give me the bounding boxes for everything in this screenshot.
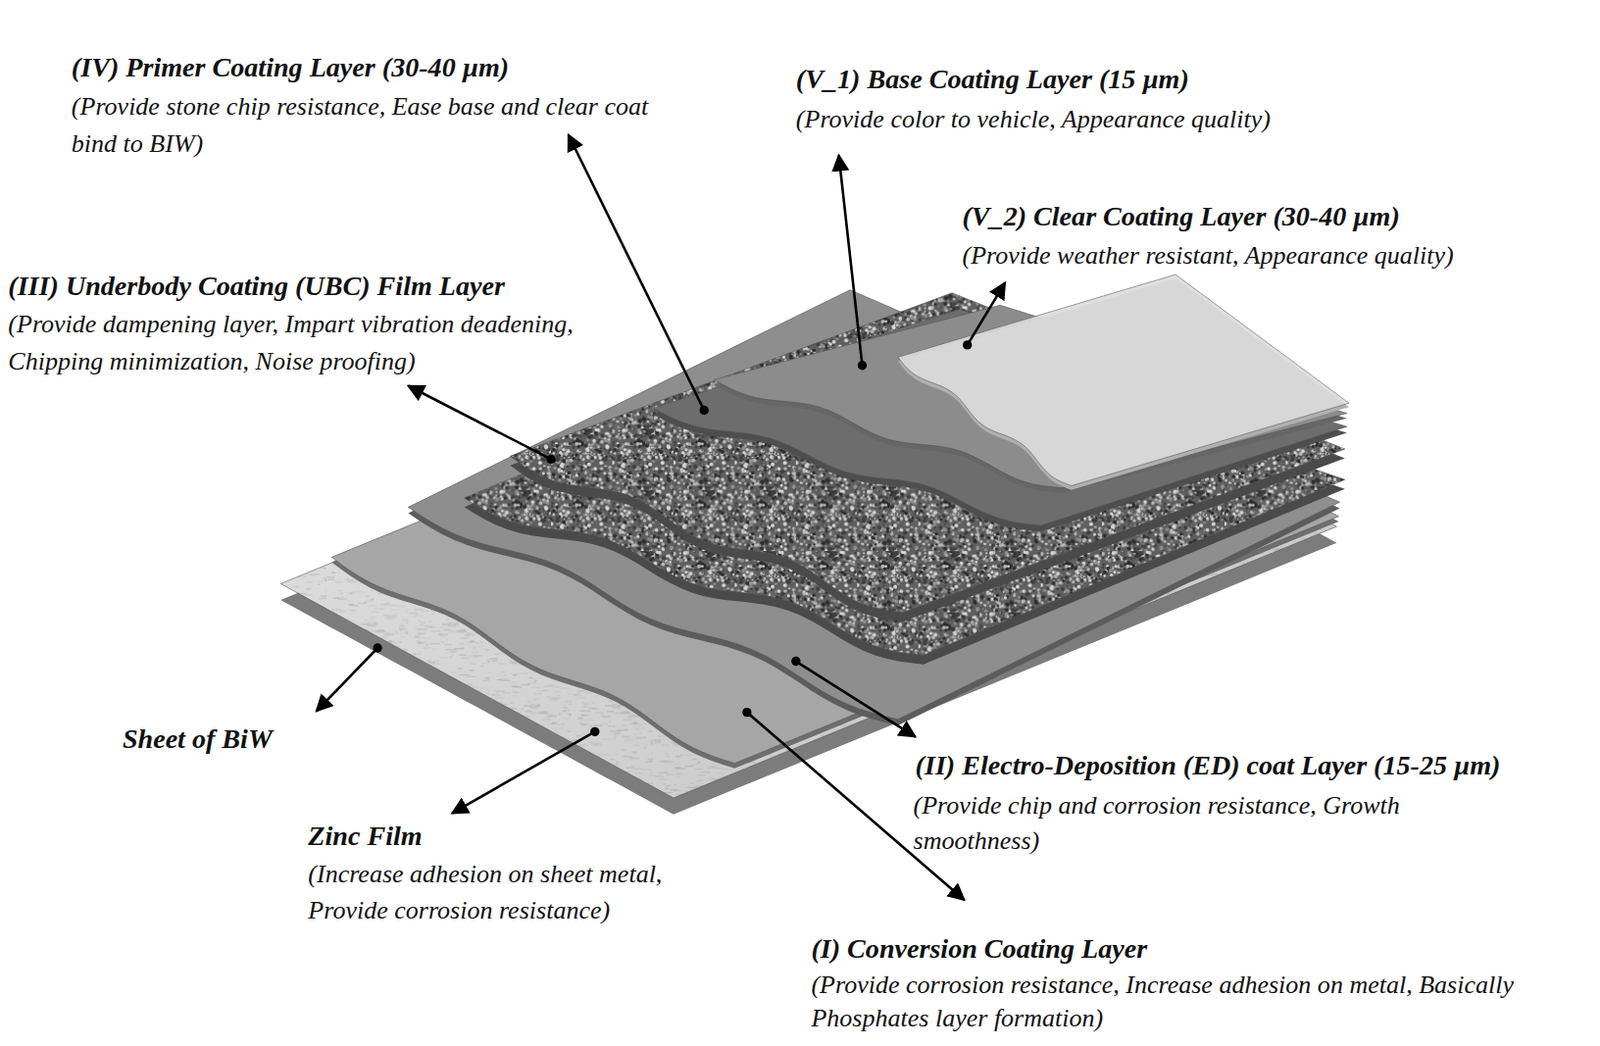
- layer-description: (Provide weather resistant, Appearance q…: [961, 235, 1453, 274]
- part-name: Sheet of BiW: [122, 720, 273, 759]
- leader-dot: [372, 643, 382, 652]
- part-name: Zinc Film: [307, 817, 422, 856]
- leader-lines: [316, 134, 1006, 900]
- clear-coat-layer: [898, 274, 1350, 491]
- leader-dots: [372, 340, 972, 737]
- leader-line: [568, 134, 704, 410]
- layer-description: (Provide color to vehicle, Appearance qu…: [796, 100, 1271, 139]
- leader-dot: [791, 656, 800, 666]
- leader-dot: [857, 360, 867, 370]
- leader-dot: [742, 707, 751, 717]
- layer-title: (III) Underbody Coating (UBC) Film Layer: [7, 267, 505, 306]
- leader-line: [451, 731, 596, 813]
- leader-dot: [962, 340, 972, 350]
- coating-layers: [280, 274, 1350, 815]
- layer-description: (Increase adhesion on sheet metal, Provi…: [307, 855, 727, 928]
- layer-title: (V_1) Base Coating Layer (15 µm): [796, 59, 1190, 99]
- layer-description: (Provide stone chip resistance, Ease bas…: [71, 86, 684, 162]
- layer-description: (Provide chip and corrosion resistance, …: [913, 786, 1486, 858]
- leader-line: [839, 154, 863, 365]
- leader-line: [316, 648, 378, 712]
- leader-dot: [546, 454, 555, 464]
- layer-title: (IV) Primer Coating Layer (30-40 µm): [71, 49, 509, 88]
- leader-line: [796, 661, 916, 738]
- leader-dot: [699, 405, 708, 415]
- leader-dot: [590, 727, 600, 737]
- layer-description: (Provide corrosion resistance, Increase …: [810, 967, 1515, 1036]
- layer-description: (Provide dampening layer, Impart vibrati…: [7, 305, 672, 380]
- leader-line: [407, 386, 551, 460]
- layer-title: (I) Conversion Coating Layer: [810, 930, 1148, 969]
- layer-title: (V_2) Clear Coating Layer (30-40 µm): [961, 198, 1400, 237]
- layer-title: (II) Electro-Deposition (ED) coat Layer …: [915, 747, 1501, 786]
- leader-line: [967, 282, 1006, 345]
- layer-surface: [898, 274, 1350, 486]
